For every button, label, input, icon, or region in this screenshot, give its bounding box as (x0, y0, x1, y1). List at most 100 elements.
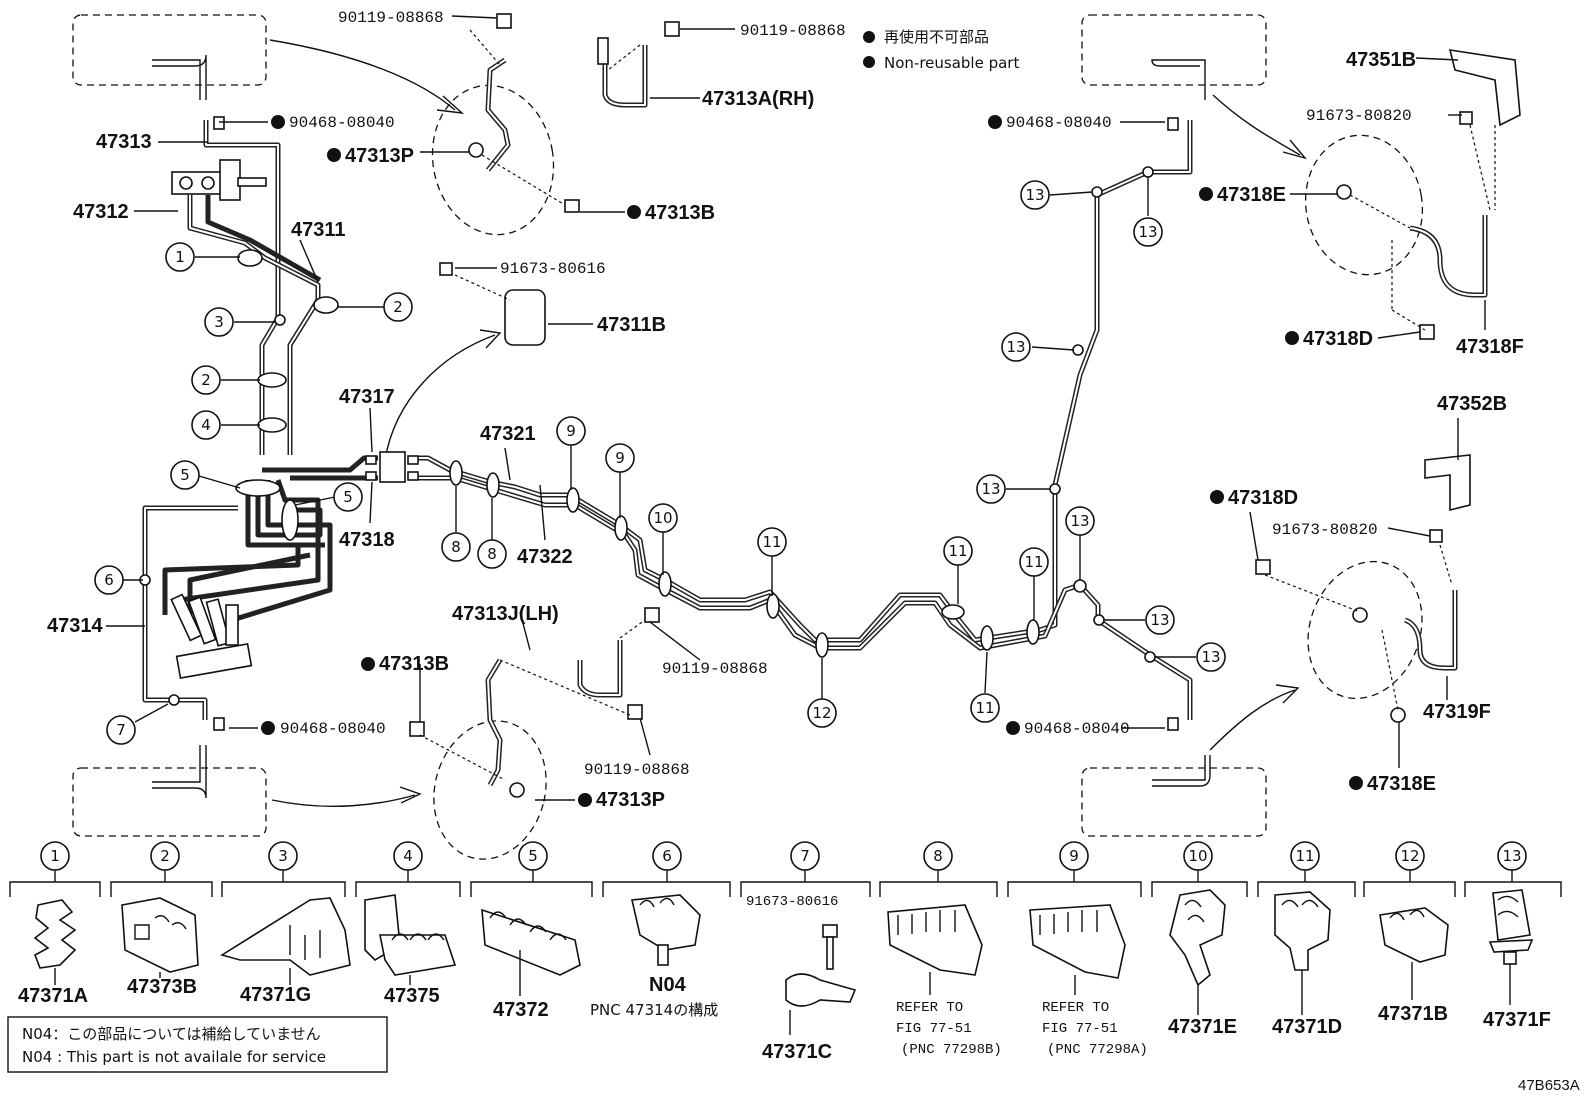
label-47311B: 47311B (597, 314, 666, 336)
master-cylinder (171, 159, 267, 201)
legend-en: Non-reusable part (884, 54, 1019, 72)
table-part-1: 47371A (18, 985, 88, 1007)
clamp-illustration-5 (481, 908, 581, 996)
fasteners (213, 13, 1521, 798)
table-part-13: 47371F (1483, 1009, 1551, 1031)
callout-13b: 13 (1138, 223, 1157, 241)
table-refer-8-b: FIG 77-51 (896, 1021, 972, 1037)
callout-12: 12 (812, 704, 831, 722)
label-47313P-a: 47313P (345, 145, 414, 167)
label-47317: 47317 (339, 386, 395, 408)
arrows (269, 39, 1307, 808)
table-refer-8-a: REFER TO (896, 1000, 963, 1016)
clamp-illustration-2 (121, 897, 199, 978)
detail-circle-fr (1304, 134, 1424, 276)
table-sub-6: PNC 47314の構成 (590, 1001, 718, 1019)
rear-left-wheel-box (72, 767, 267, 837)
clamp-table: 1 2 3 4 5 6 7 8 9 10 11 12 13 (9, 841, 1562, 1063)
label-47318: 47318 (339, 529, 395, 551)
callout-8a: 8 (451, 538, 461, 556)
hoses (485, 45, 1488, 787)
detail-circle-rr (1307, 560, 1423, 700)
callout-9b: 9 (615, 449, 625, 467)
label-47321: 47321 (480, 423, 536, 445)
clamp-illustration-11 (1274, 891, 1331, 1015)
callout-11b: 11 (948, 542, 967, 560)
label-47318E-a: 47318E (1217, 184, 1286, 206)
table-part-6: N04 (649, 974, 687, 996)
figure-id: 47B653A (1518, 1077, 1580, 1094)
clamp-markers (139, 166, 1156, 706)
label-90468-b: 90468-08040 (280, 720, 386, 738)
front-left-wheel-box (72, 14, 267, 86)
table-refer-9-c: (PNC 77298A) (1047, 1042, 1148, 1058)
callout-13e: 13 (1070, 512, 1089, 530)
front-right-wheel-box (1081, 14, 1267, 86)
callout-10: 10 (653, 509, 672, 527)
callout-13g: 13 (1201, 648, 1220, 666)
leader-lines (106, 15, 1486, 801)
detail-circle-fl (431, 84, 555, 236)
table-num-7: 7 (800, 847, 810, 865)
table-num-2: 2 (160, 847, 170, 865)
callout-11d: 11 (1024, 553, 1043, 571)
label-90119-08868-d: 90119-08868 (584, 761, 690, 779)
label-47351B: 47351B (1346, 49, 1416, 71)
label-47313P-b: 47313P (596, 789, 665, 811)
table-num-8: 8 (933, 847, 943, 865)
table-refer-9-a: REFER TO (1042, 1000, 1109, 1016)
label-47313B-b: 47313B (379, 653, 449, 675)
label-47318D-a: 47318D (1303, 328, 1373, 350)
label-47318E-b: 47318E (1367, 773, 1436, 795)
label-91673-80616-a: 91673-80616 (500, 260, 606, 278)
assembly-lines (419, 29, 1496, 781)
clamp-illustration-6 (631, 894, 701, 966)
clamp-illustration-3 (220, 897, 351, 985)
callout-13c: 13 (1006, 338, 1025, 356)
callout-4: 4 (201, 416, 211, 434)
clamp-illustration-13 (1488, 889, 1534, 1005)
label-90119-08868-a: 90119-08868 (338, 9, 444, 27)
table-part-2: 47373B (127, 976, 197, 998)
table-part-12: 47371B (1378, 1003, 1448, 1025)
label-47322: 47322 (517, 546, 573, 568)
label-47318D-b: 47318D (1228, 487, 1298, 509)
table-num-4: 4 (403, 847, 413, 865)
callout-5a: 5 (180, 466, 190, 484)
table-refer-8-c: (PNC 77298B) (901, 1042, 1002, 1058)
table-num-10: 10 (1188, 847, 1207, 865)
footnote-en: N04 : This part is not availale for serv… (22, 1048, 326, 1066)
label-47313A: 47313A(RH) (702, 88, 814, 110)
callout-circles: 1 2 3 2 4 5 5 6 7 8 8 9 9 10 11 12 11 11… (94, 180, 1226, 745)
clamp-illustration-9 (1029, 904, 1126, 995)
table-part-10: 47371E (1168, 1016, 1237, 1038)
table-bolt-7: 91673-80616 (746, 894, 838, 910)
callout-2a: 2 (393, 298, 403, 316)
label-47313: 47313 (96, 131, 152, 153)
callout-13d: 13 (981, 480, 1000, 498)
table-num-1: 1 (50, 847, 60, 865)
label-47314: 47314 (47, 615, 103, 637)
label-90119-08868-c: 90119-08868 (662, 660, 768, 678)
table-part-3: 47371G (240, 984, 311, 1006)
label-90468-c: 90468-08040 (1006, 114, 1112, 132)
label-47313J: 47313J(LH) (452, 603, 559, 625)
clamp-illustration-1 (33, 899, 77, 985)
label-91673-80820-b: 91673-80820 (1272, 521, 1378, 539)
abs-actuator (170, 593, 253, 680)
table-num-6: 6 (662, 847, 672, 865)
clamp-illustration-4 (364, 894, 457, 985)
label-47313B-a: 47313B (645, 202, 715, 224)
table-part-11: 47371D (1272, 1016, 1342, 1038)
label-47319F: 47319F (1423, 701, 1491, 723)
rear-right-wheel-box (1081, 767, 1267, 837)
callout-3: 3 (214, 313, 224, 331)
callout-11a: 11 (762, 533, 781, 551)
union-joint (379, 451, 406, 483)
label-90119-08868-b: 90119-08868 (740, 22, 846, 40)
callout-13a: 13 (1025, 186, 1044, 204)
table-num-13: 13 (1502, 847, 1521, 865)
table-num-11: 11 (1295, 847, 1314, 865)
footnote-ja: N04：この部品については補給していません (22, 1025, 321, 1043)
